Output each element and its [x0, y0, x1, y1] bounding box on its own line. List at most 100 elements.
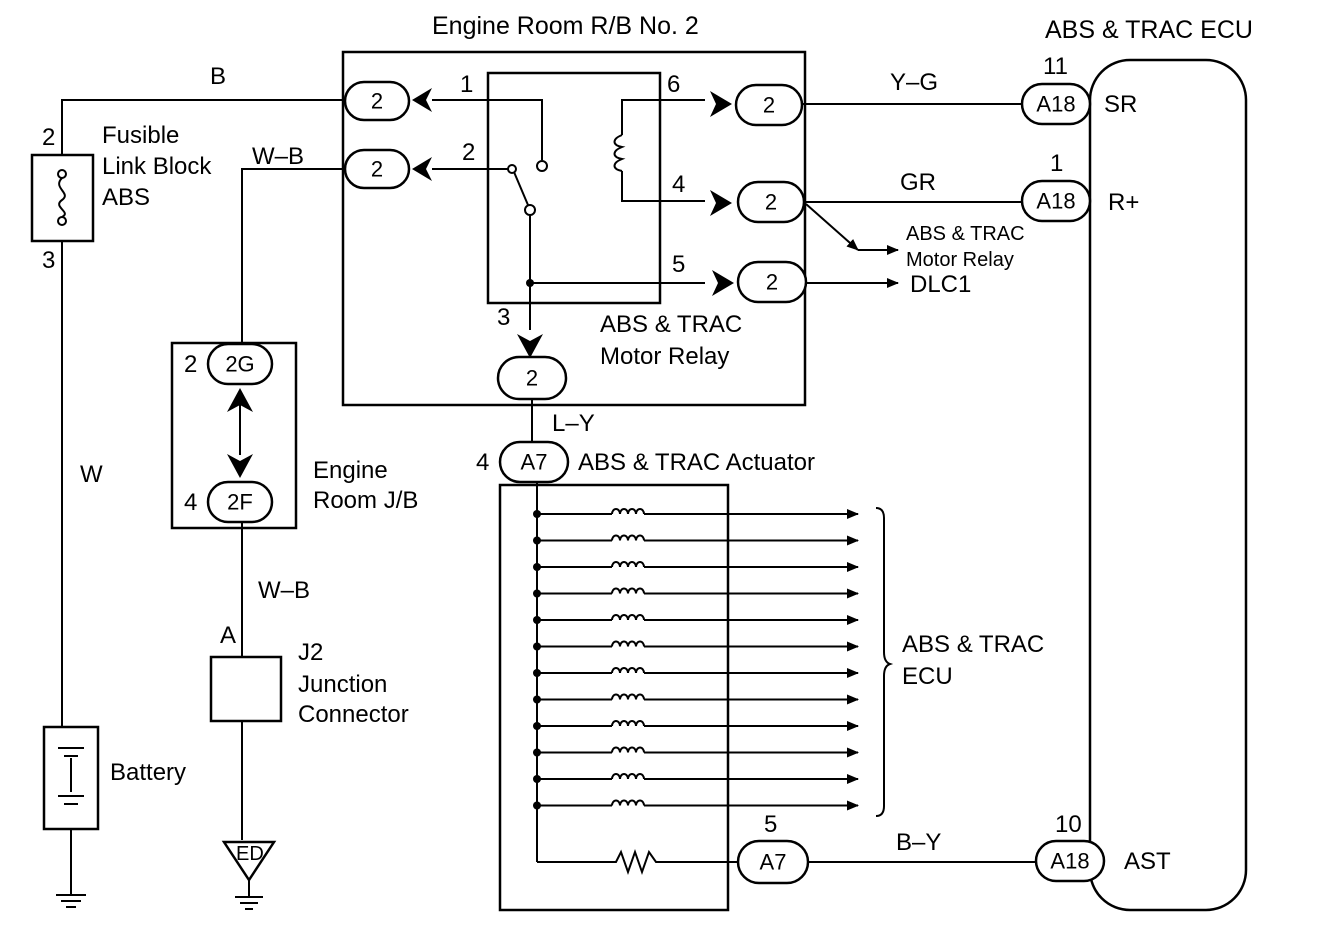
- wire-label-w: W: [80, 461, 103, 488]
- j2-label-3: Connector: [298, 701, 409, 728]
- a7-pin-top: 4: [476, 449, 489, 476]
- ecu-terminal-ast: AST: [1124, 848, 1171, 875]
- pin-sr: 11: [1043, 53, 1068, 80]
- actuator-label: ABS & TRAC Actuator: [578, 449, 815, 476]
- solenoid-row: [533, 799, 859, 811]
- svg-text:A18: A18: [1050, 849, 1089, 874]
- relay-pin-5: 5: [672, 251, 685, 278]
- to-relay-label-1: ABS & TRAC: [906, 223, 1025, 245]
- ecu-group-label-2: ECU: [902, 663, 953, 690]
- junction-a-label: A: [220, 622, 236, 649]
- svg-text:A7: A7: [521, 450, 548, 475]
- wire-b: [61, 99, 344, 155]
- chevron-left-top: [412, 88, 432, 112]
- ground-ed-label: ED: [236, 843, 264, 865]
- rb-connector-right-5: 2: [736, 260, 808, 304]
- ecu-group-label-1: ABS & TRAC: [902, 631, 1044, 658]
- chevron-left-bottom: [412, 157, 432, 181]
- jb-double-arrow: [227, 388, 253, 478]
- j2-label-1: J2: [298, 639, 323, 666]
- ecu-title: ABS & TRAC ECU: [1045, 16, 1253, 44]
- j2-label-2: Junction: [298, 671, 387, 698]
- chevron-down-3: [517, 334, 543, 358]
- rb-connector-right-6: 2: [734, 83, 804, 127]
- relay-label-2: Motor Relay: [600, 343, 729, 370]
- rb2-title: Engine Room R/B No. 2: [432, 12, 699, 40]
- svg-text:2: 2: [766, 270, 778, 295]
- wire-label-wb-bottom: W–B: [258, 577, 310, 604]
- a7-connector-top: A7: [498, 440, 570, 484]
- wire-label-wb-top: W–B: [252, 143, 304, 170]
- a7-connector-bottom: A7: [736, 839, 810, 885]
- relay-pin-2: 2: [462, 139, 475, 166]
- solenoid-row: [533, 587, 859, 599]
- a7-pin-bottom: 5: [764, 811, 777, 838]
- solenoid-row: [533, 720, 859, 731]
- fusible-label-1: Fusible: [102, 122, 179, 149]
- abs-trac-ecu-body: [1088, 58, 1248, 912]
- actuator-resistor: [537, 848, 738, 876]
- wire-label-b: B: [210, 63, 226, 90]
- fusible-label-2: Link Block: [102, 153, 212, 180]
- wire-wb-top: [241, 168, 344, 343]
- j2-junction-connector: [209, 655, 283, 723]
- jb-pin-2g: 2: [184, 351, 197, 378]
- relay-label-1: ABS & TRAC: [600, 311, 742, 338]
- pin-rplus: 1: [1050, 150, 1063, 177]
- actuator-solenoids: [533, 508, 859, 811]
- solenoid-row: [533, 614, 859, 625]
- solenoid-row: [533, 667, 859, 678]
- relay-pin-4: 4: [672, 171, 685, 198]
- relay-pin-3: 3: [497, 304, 510, 331]
- rb-connector-bottom-3: 2: [496, 355, 568, 401]
- pin-ast: 10: [1055, 811, 1082, 838]
- relay-internal-wiring: [432, 99, 705, 330]
- chevron-right-6: [710, 91, 732, 117]
- solenoid-row: [533, 534, 859, 546]
- fusible-pin-bottom: 3: [42, 247, 55, 274]
- fusible-pin-top: 2: [42, 124, 55, 151]
- rb-connector-right-4: 2: [736, 180, 806, 224]
- fusible-link-block: [30, 153, 95, 243]
- wire-label-gr: GR: [900, 169, 936, 196]
- solenoid-row: [533, 508, 859, 519]
- rb-connector-left-bottom: 2: [343, 148, 411, 190]
- svg-text:2G: 2G: [225, 352, 254, 377]
- a18-connector-sr: A18: [1020, 82, 1092, 126]
- relay-pin-6: 6: [667, 71, 680, 98]
- svg-text:2: 2: [763, 93, 775, 118]
- jb-label-1: Engine: [313, 457, 388, 484]
- solenoid-row: [533, 561, 859, 572]
- a18-connector-ast: A18: [1034, 839, 1106, 883]
- engine-room-rb2-box: [341, 50, 807, 407]
- chevron-right-5: [712, 270, 734, 296]
- actuator-box: [498, 483, 730, 912]
- wire-label-by: B–Y: [896, 829, 941, 856]
- svg-text:2: 2: [765, 190, 777, 215]
- a18-connector-rplus: A18: [1020, 179, 1092, 223]
- wire-label-yg: Y–G: [890, 69, 938, 96]
- svg-text:2: 2: [371, 157, 383, 182]
- solenoid-row: [533, 773, 859, 784]
- jb-connector-2f: 2F: [206, 480, 274, 524]
- wire-label-ly: L–Y: [552, 410, 595, 437]
- jb-label-2: Room J/B: [313, 487, 418, 514]
- svg-text:2F: 2F: [227, 490, 253, 515]
- svg-text:A7: A7: [760, 850, 787, 875]
- ecu-terminal-sr: SR: [1104, 91, 1137, 118]
- svg-text:2: 2: [371, 89, 383, 114]
- ground-ed-symbol: [221, 840, 277, 910]
- rb-connector-left-top: 2: [343, 80, 411, 122]
- motor-relay-box: [486, 71, 662, 305]
- fusible-label-3: ABS: [102, 184, 150, 211]
- battery-label: Battery: [110, 759, 186, 786]
- dlc1-label: DLC1: [910, 271, 971, 298]
- svg-text:2: 2: [526, 366, 538, 391]
- ecu-terminal-rplus: R+: [1108, 189, 1139, 216]
- chevron-right-4: [710, 190, 732, 216]
- relay-pin-1: 1: [460, 71, 473, 98]
- solenoid-row: [533, 693, 859, 705]
- ecu-group-bracket: [875, 507, 894, 817]
- solenoid-row: [533, 746, 859, 758]
